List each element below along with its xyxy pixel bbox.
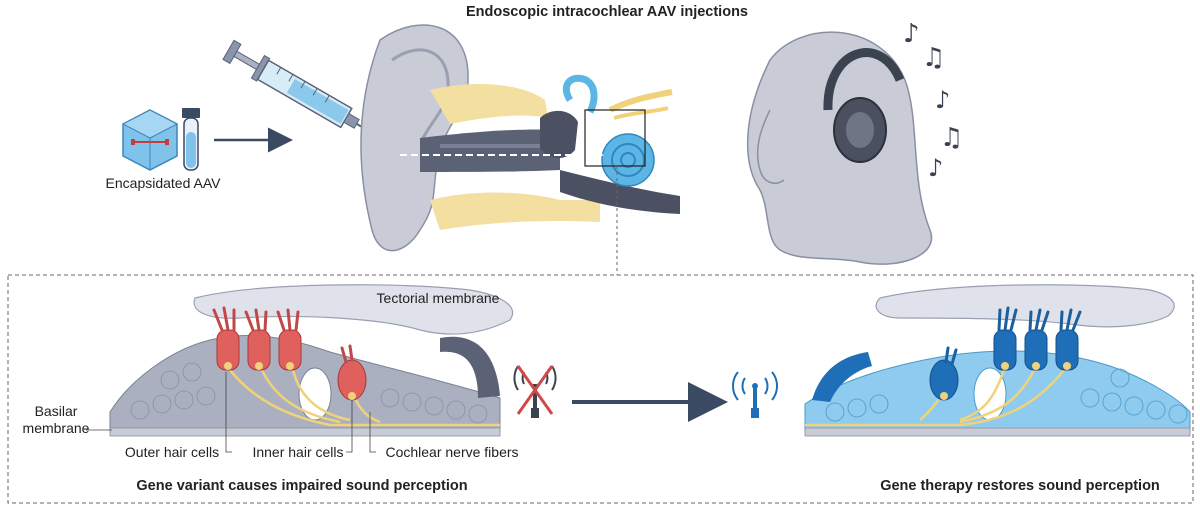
basilar-label-line1: Basilar	[35, 403, 78, 419]
inner-hair-cell-restored	[929, 346, 959, 401]
caption-left: Gene variant causes impaired sound perce…	[136, 478, 467, 494]
outer-hair-cells-impaired	[212, 306, 302, 371]
figure-title: Endoscopic intracochlear AAV injections	[466, 4, 748, 20]
signal-icon	[731, 371, 779, 418]
aav-capsid-icon	[121, 109, 179, 171]
tectorial-label: Tectorial membrane	[377, 290, 500, 306]
organ-of-corti-impaired	[109, 284, 514, 437]
headphones-icon	[823, 48, 905, 163]
svg-text:♫: ♫	[940, 123, 963, 153]
svg-text:♪: ♪	[935, 86, 950, 114]
outer-hair-cells-restored	[993, 306, 1082, 371]
vial-icon	[182, 108, 200, 171]
cochlear-nerve-label: Cochlear nerve fibers	[385, 444, 518, 460]
inner-hair-cells-label: Inner hair cells	[252, 444, 343, 460]
aav-label: Encapsidated AAV	[106, 175, 222, 191]
organ-of-corti-panel	[7, 274, 1194, 504]
inner-hair-cell-impaired	[337, 344, 367, 401]
ear-illustration	[360, 24, 680, 252]
syringe-icon	[222, 39, 396, 147]
organ-of-corti-restored	[804, 284, 1191, 437]
outer-hair-cells-label: Outer hair cells	[125, 444, 219, 460]
svg-text:♪: ♪	[928, 154, 943, 182]
no-signal-icon	[513, 365, 557, 418]
svg-text:♫: ♫	[922, 43, 945, 73]
music-note-icon: ♪ ♫ ♪ ♫ ♪	[903, 19, 963, 182]
basilar-label-line2: membrane	[23, 420, 90, 436]
caption-right: Gene therapy restores sound perception	[880, 478, 1160, 494]
svg-text:♪: ♪	[903, 19, 920, 49]
